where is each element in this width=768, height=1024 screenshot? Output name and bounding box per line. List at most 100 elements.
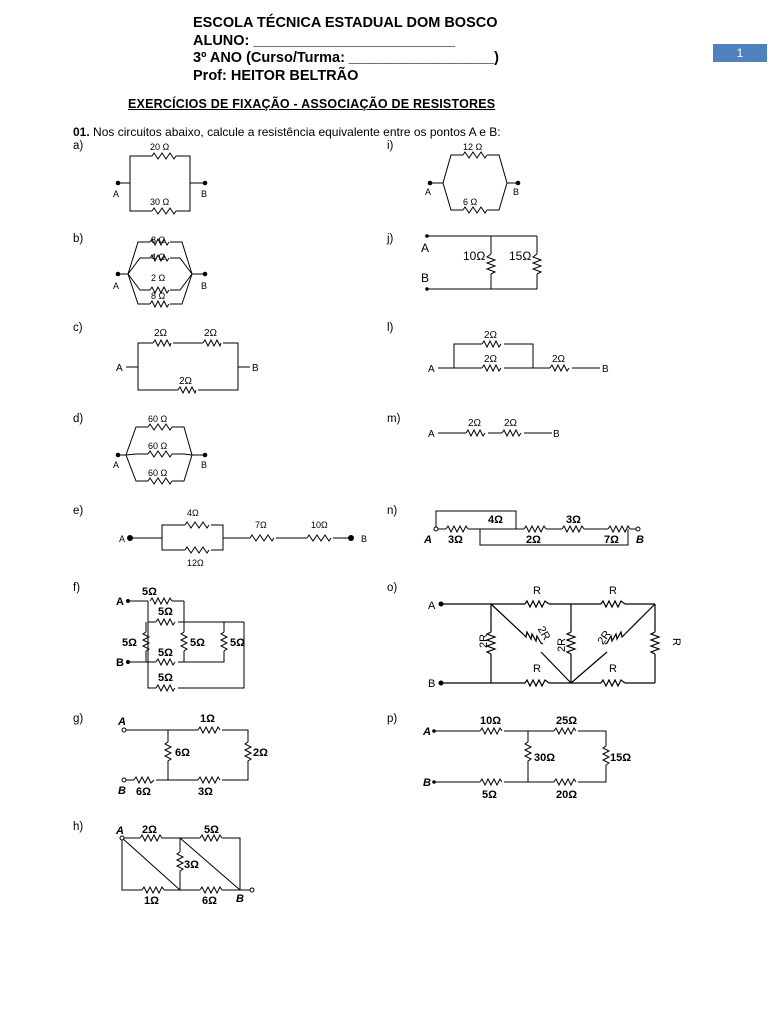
circuit-c-r3-value: 2Ω xyxy=(179,376,193,387)
label-g: g) xyxy=(73,713,84,725)
circuit-e-diagram: 4Ω 12Ω 7Ω 10Ω A B xyxy=(119,508,367,568)
circuit-m-r2-value: 2Ω xyxy=(504,418,518,429)
circuit-b-node-a: A xyxy=(113,281,119,291)
circuit-p-r3-value: 30Ω xyxy=(534,752,555,764)
circuit-l-r2-value: 2Ω xyxy=(484,354,498,365)
circuit-j-diagram: 10Ω 15Ω A B xyxy=(421,234,543,291)
label-e: e) xyxy=(73,505,84,517)
circuit-d-r3-value: 60 Ω xyxy=(148,468,168,478)
circuit-o-r3-value: 2R xyxy=(478,634,490,648)
circuit-h-node-b: B xyxy=(236,893,244,905)
label-d: d) xyxy=(73,413,84,425)
teacher-line: Prof: HEITOR BELTRÃO xyxy=(193,67,359,84)
circuit-h-r1-value: 2Ω xyxy=(142,824,157,836)
circuit-o-r9-value: R xyxy=(609,663,617,675)
circuit-f-r7-value: 5Ω xyxy=(158,672,173,684)
circuit-h-r4-value: 1Ω xyxy=(144,895,159,907)
circuit-o-r4-value: 2R xyxy=(535,624,552,642)
circuit-o-r1-value: R xyxy=(533,585,541,597)
circuit-n-r1-value: 4Ω xyxy=(488,514,503,526)
circuit-f-r3-value: 5Ω xyxy=(122,637,137,649)
circuit-b-r2-value: 4 Ω xyxy=(151,252,166,262)
label-b: b) xyxy=(73,233,84,245)
circuit-o-r2-value: R xyxy=(609,585,617,597)
circuit-c-node-a: A xyxy=(116,363,123,374)
question-01: 01. Nos circuitos abaixo, calcule a resi… xyxy=(73,125,501,139)
circuit-l-r1-value: 2Ω xyxy=(484,330,498,341)
circuit-h-diagram: 2Ω 5Ω 3Ω 1Ω 6Ω A B xyxy=(115,824,255,907)
circuit-b-node-b: B xyxy=(201,281,207,291)
circuit-c-diagram: 2Ω 2Ω 2Ω A B xyxy=(116,328,259,395)
circuit-j-r1-value: 10Ω xyxy=(463,249,485,263)
circuit-i-r1-value: 12 Ω xyxy=(463,142,483,152)
circuit-b-diagram: 8 Ω 4 Ω 2 Ω 8 Ω A B xyxy=(113,235,208,309)
exercise-title: EXERCÍCIOS DE FIXAÇÃO - ASSOCIAÇÃO DE RE… xyxy=(128,97,496,111)
circuit-g-r1-value: 1Ω xyxy=(200,713,215,725)
circuit-b-r3-value: 2 Ω xyxy=(151,273,166,283)
circuit-b-r4-value: 8 Ω xyxy=(151,291,166,301)
circuit-n-r3-value: 3Ω xyxy=(448,534,463,546)
label-a: a) xyxy=(73,140,84,152)
circuit-o-r5-value: 2R xyxy=(556,638,568,652)
label-i: i) xyxy=(387,140,394,152)
label-p: p) xyxy=(387,713,398,725)
circuit-f-node-b: B xyxy=(116,657,124,669)
circuit-g-node-a: A xyxy=(117,716,126,728)
circuit-l-r3-value: 2Ω xyxy=(552,354,566,365)
circuit-h-r3-value: 3Ω xyxy=(184,859,199,871)
circuit-h-r2-value: 5Ω xyxy=(204,824,219,836)
circuit-e-r2-value: 12Ω xyxy=(187,558,204,568)
circuit-o-node-b: B xyxy=(428,678,435,690)
circuit-a-node-b: B xyxy=(201,189,207,199)
circuit-g-r3-value: 2Ω xyxy=(253,747,268,759)
circuit-f-node-a: A xyxy=(116,596,124,608)
circuit-c-r2-value: 2Ω xyxy=(204,328,218,339)
circuit-d-node-b: B xyxy=(201,460,207,470)
circuit-n-node-a: A xyxy=(423,534,432,546)
circuit-a-r2-value: 30 Ω xyxy=(150,197,170,207)
circuit-p-r6-value: 20Ω xyxy=(556,789,577,801)
circuit-e-r1-value: 4Ω xyxy=(187,508,199,518)
circuit-n-diagram: 4Ω 3Ω 3Ω 2Ω 7Ω A B xyxy=(423,510,644,546)
circuit-m-node-a: A xyxy=(428,429,435,440)
label-o: o) xyxy=(387,582,398,594)
circuit-g-r4-value: 6Ω xyxy=(136,786,151,798)
question-text: Nos circuitos abaixo, calcule a resistên… xyxy=(89,125,501,139)
circuit-i-r2-value: 6 Ω xyxy=(463,197,478,207)
label-f: f) xyxy=(73,582,81,594)
circuit-p-r1-value: 10Ω xyxy=(480,715,501,727)
circuit-o-r8-value: R xyxy=(533,663,541,675)
label-n: n) xyxy=(387,505,398,517)
circuit-e-r3-value: 7Ω xyxy=(255,520,267,530)
circuit-l-node-b: B xyxy=(602,364,609,375)
circuit-p-node-b: B xyxy=(423,777,431,789)
circuit-p-r4-value: 15Ω xyxy=(610,752,631,764)
circuit-m-diagram: 2Ω 2Ω A B xyxy=(428,418,560,440)
circuit-i-node-b: B xyxy=(513,187,519,197)
student-line: ALUNO: _________________________ xyxy=(193,32,456,49)
circuit-j-node-a: A xyxy=(421,241,429,255)
circuit-f-r6-value: 5Ω xyxy=(158,647,173,659)
circuit-d-r1-value: 60 Ω xyxy=(148,414,168,424)
circuit-g-diagram: 1Ω 6Ω 2Ω 6Ω 3Ω A B xyxy=(117,713,268,798)
circuit-d-node-a: A xyxy=(113,460,119,470)
circuit-p-diagram: 10Ω 25Ω 30Ω 15Ω 5Ω 20Ω A B xyxy=(422,715,631,801)
circuit-o-r6-value: 2R xyxy=(595,628,613,646)
label-l: l) xyxy=(387,322,394,334)
page-number-badge: 1 xyxy=(713,44,767,62)
circuit-n-r2-value: 3Ω xyxy=(566,514,581,526)
circuit-f-r1-value: 5Ω xyxy=(142,586,157,598)
circuit-l-node-a: A xyxy=(428,364,435,375)
circuit-a-r1-value: 20 Ω xyxy=(150,142,170,152)
circuit-n-r5-value: 7Ω xyxy=(604,534,619,546)
circuit-o-node-a: A xyxy=(428,600,436,612)
circuit-p-r5-value: 5Ω xyxy=(482,789,497,801)
label-h: h) xyxy=(73,821,84,833)
circuit-h-r5-value: 6Ω xyxy=(202,895,217,907)
circuit-l-diagram: 2Ω 2Ω 2Ω A B xyxy=(428,330,609,375)
circuit-g-node-b: B xyxy=(118,785,126,797)
label-c: c) xyxy=(73,322,83,334)
circuit-f-r5-value: 5Ω xyxy=(230,637,245,649)
circuit-n-node-b: B xyxy=(636,534,644,546)
circuit-m-r1-value: 2Ω xyxy=(468,418,482,429)
